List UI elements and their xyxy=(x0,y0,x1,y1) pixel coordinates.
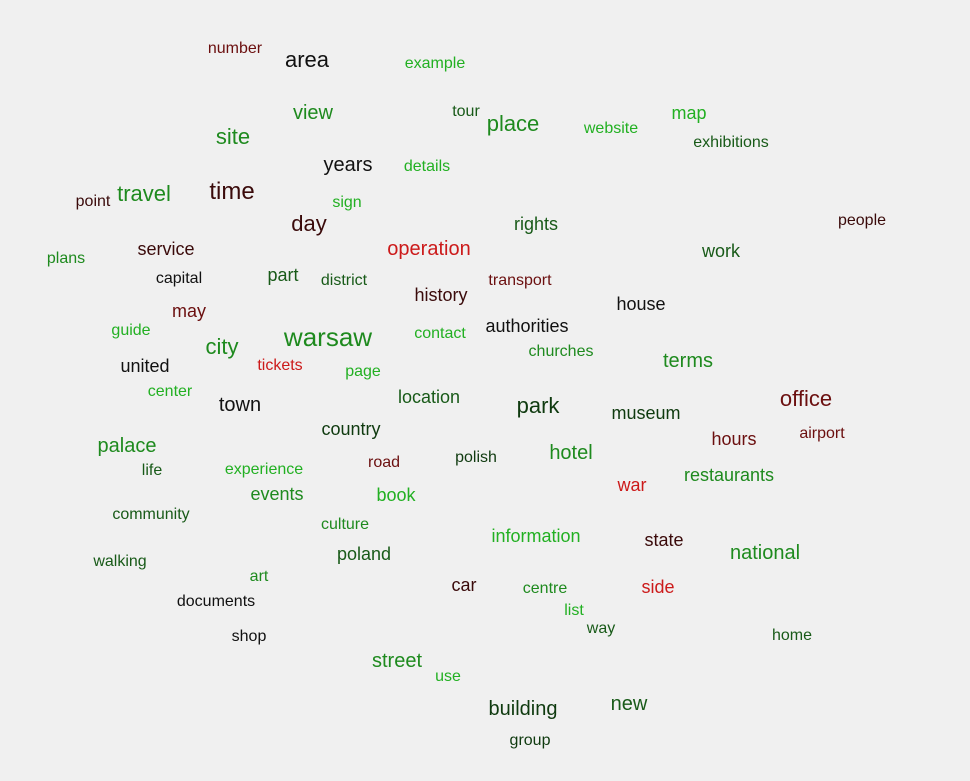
word-capital: capital xyxy=(155,270,203,287)
word-history: history xyxy=(414,285,468,305)
word-travel: travel xyxy=(117,181,171,206)
word-polish: polish xyxy=(455,449,497,466)
word-hours: hours xyxy=(711,429,757,449)
word-churches: churches xyxy=(528,343,594,360)
word-tickets: tickets xyxy=(257,357,303,374)
word-new: new xyxy=(610,693,648,715)
word-building: building xyxy=(488,698,558,720)
word-may: may xyxy=(171,301,207,321)
word-side: side xyxy=(641,577,675,597)
word-number: number xyxy=(207,40,263,57)
word-point: point xyxy=(75,193,111,210)
word-park: park xyxy=(516,393,560,418)
word-group: group xyxy=(509,732,551,749)
word-national: national xyxy=(729,542,801,564)
word-road: road xyxy=(367,454,401,471)
word-day: day xyxy=(291,211,327,236)
word-way: way xyxy=(586,620,616,637)
word-service: service xyxy=(137,239,195,259)
word-centre: centre xyxy=(522,580,568,597)
word-country: country xyxy=(321,419,381,439)
word-plans: plans xyxy=(46,250,86,267)
word-use: use xyxy=(435,668,461,685)
word-site: site xyxy=(215,124,251,149)
word-page: page xyxy=(345,363,381,380)
word-restaurants: restaurants xyxy=(683,465,775,485)
word-part: part xyxy=(267,265,299,285)
word-exhibitions: exhibitions xyxy=(693,134,769,151)
word-years: years xyxy=(323,154,373,176)
word-street: street xyxy=(371,650,423,672)
word-tour: tour xyxy=(452,103,480,120)
word-walking: walking xyxy=(93,553,147,570)
word-experience: experience xyxy=(224,461,304,478)
word-district: district xyxy=(320,272,368,289)
word-guide: guide xyxy=(111,322,151,339)
word-transport: transport xyxy=(488,272,552,289)
word-poland: poland xyxy=(336,544,392,564)
word-hotel: hotel xyxy=(549,442,593,464)
word-operation: operation xyxy=(387,238,471,260)
word-information: information xyxy=(491,526,581,546)
word-location: location xyxy=(397,387,461,407)
word-car: car xyxy=(451,575,477,595)
word-town: town xyxy=(218,394,262,416)
word-culture: culture xyxy=(320,516,370,533)
word-palace: palace xyxy=(97,435,157,457)
word-contact: contact xyxy=(414,325,466,342)
word-documents: documents xyxy=(176,593,256,610)
word-list: list xyxy=(564,602,584,619)
word-details: details xyxy=(403,158,451,175)
word-art: art xyxy=(249,568,269,585)
word-website: website xyxy=(583,120,639,137)
word-community: community xyxy=(112,506,190,523)
word-view: view xyxy=(292,102,334,124)
word-rights: rights xyxy=(513,214,559,234)
word-airport: airport xyxy=(799,425,845,442)
word-place: place xyxy=(486,111,540,136)
word-life: life xyxy=(141,462,163,479)
word-war: war xyxy=(617,475,647,495)
word-office: office xyxy=(779,386,833,411)
word-map: map xyxy=(671,103,707,123)
word-united: united xyxy=(120,356,170,376)
word-city: city xyxy=(205,334,239,359)
word-home: home xyxy=(771,627,813,644)
word-authorities: authorities xyxy=(485,316,569,336)
word-state: state xyxy=(644,530,684,550)
word-example: example xyxy=(404,55,466,72)
word-museum: museum xyxy=(611,403,681,423)
word-people: people xyxy=(837,212,887,229)
word-center: center xyxy=(147,383,193,400)
word-time: time xyxy=(209,178,255,205)
word-warsaw: warsaw xyxy=(283,322,373,352)
word-sign: sign xyxy=(332,194,362,211)
word-shop: shop xyxy=(231,628,267,645)
word-terms: terms xyxy=(663,350,713,372)
word-work: work xyxy=(701,241,741,261)
word-book: book xyxy=(376,485,416,505)
word-house: house xyxy=(616,294,666,314)
word-area: area xyxy=(284,47,330,72)
word-events: events xyxy=(250,484,304,504)
